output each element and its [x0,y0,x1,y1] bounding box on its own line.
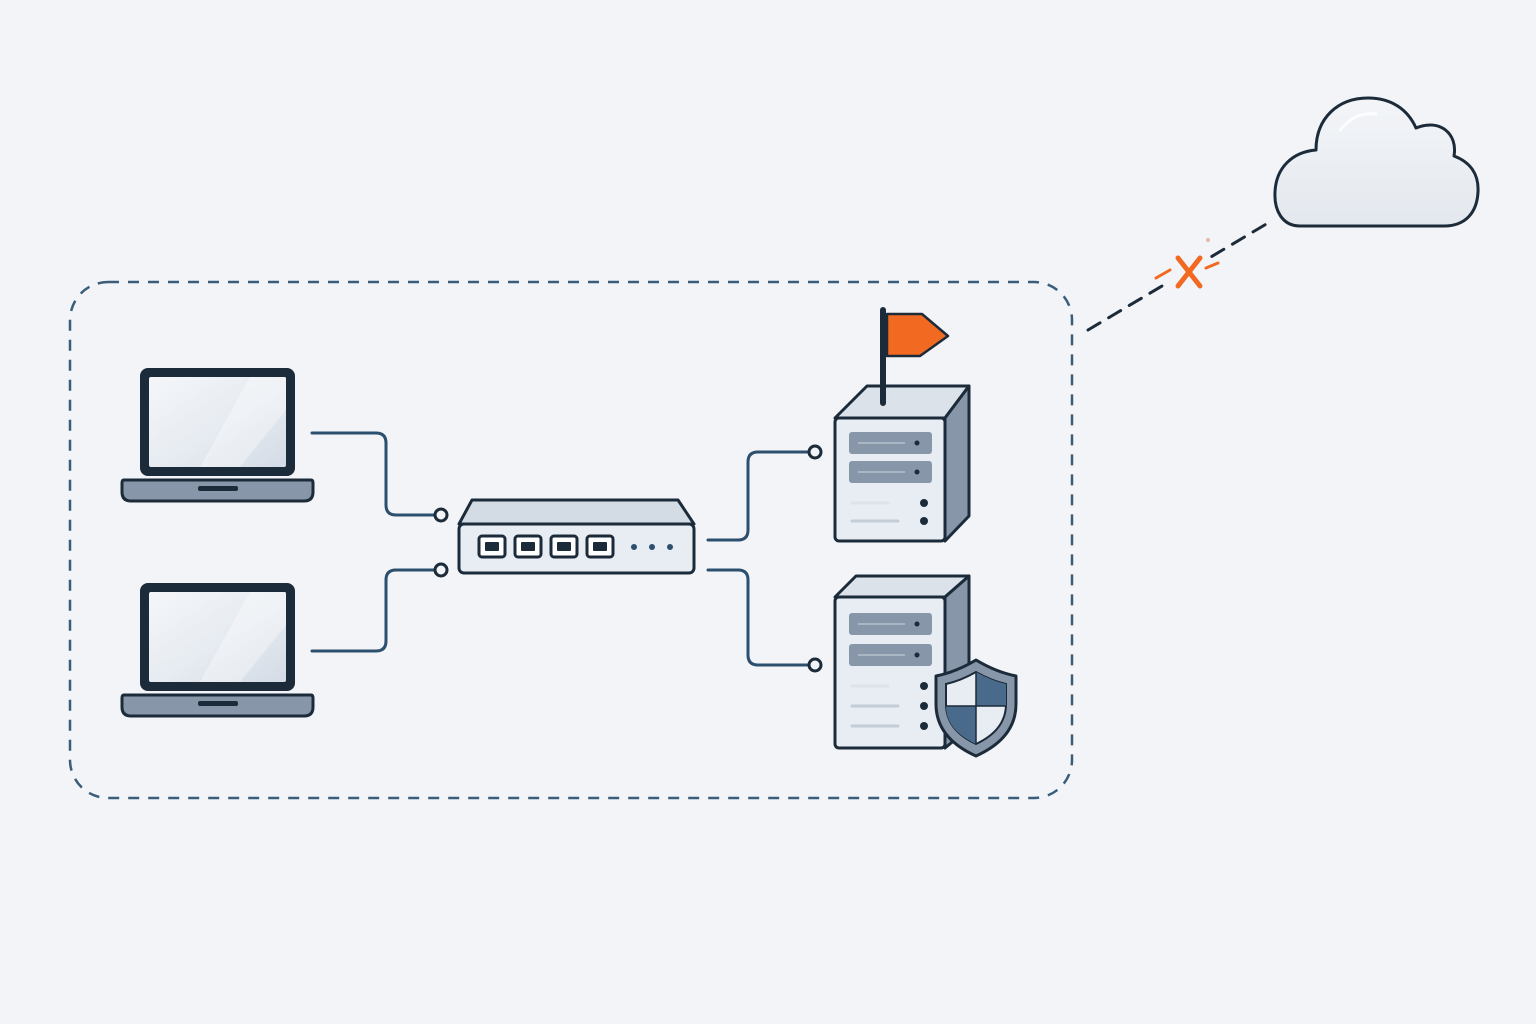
laptop-icon [120,368,315,503]
switch-ports [477,534,615,559]
broken-link-x-icon [1154,238,1220,292]
port-dot [433,507,449,523]
port-dot [433,562,449,578]
link-switch-to-server-protected [706,568,812,667]
cloud-icon [1273,96,1480,228]
port-inner [485,542,607,551]
status-leds [631,544,673,550]
link-switch-to-server-flagged [706,450,812,542]
server-icon [833,595,947,750]
local-network-boundary [68,280,1074,800]
server-icon [833,416,947,543]
connection-lines [310,431,812,667]
link-laptop-1-to-switch [310,431,438,517]
server-protected [833,574,1018,758]
link-laptop-2-to-switch [310,568,438,653]
shield-icon [934,658,1018,758]
port-dot [807,657,823,673]
server-flagged [833,307,971,543]
flag-icon [880,307,950,406]
port-dot [807,444,823,460]
network-switch-icon [457,498,696,575]
connection-ports [433,444,823,673]
laptop-icon [120,583,315,718]
